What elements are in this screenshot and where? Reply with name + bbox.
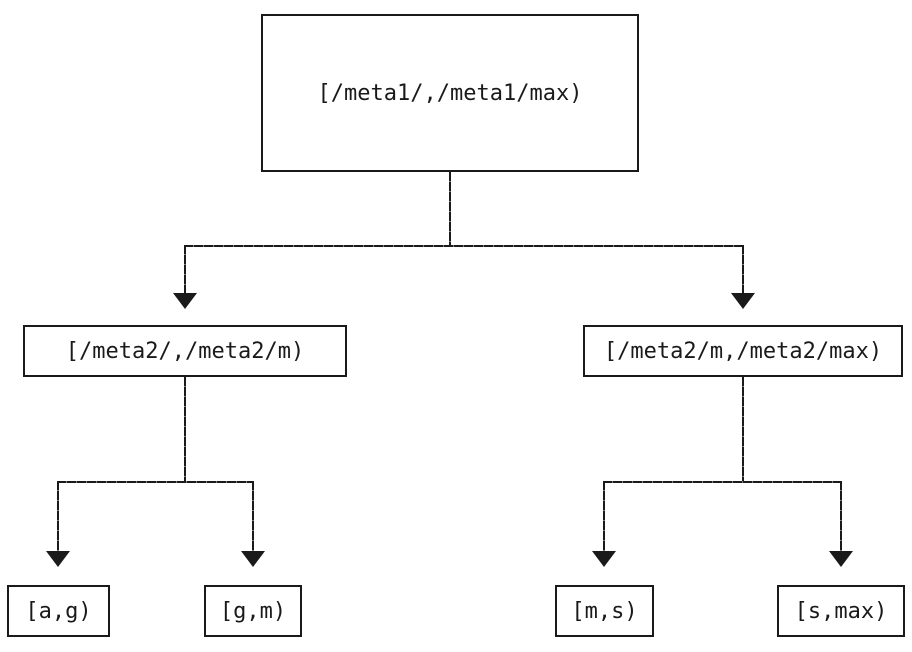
node-meta2-left: [/meta2/,/meta2/m) — [23, 325, 347, 377]
edge-left-trunk — [184, 377, 186, 481]
arrowhead-down-left-icon — [173, 293, 197, 309]
edge-right-crossbar — [603, 481, 842, 483]
node-meta2-right: [/meta2/m,/meta2/max) — [583, 325, 903, 377]
edge-right-trunk — [742, 377, 744, 481]
node-root: [/meta1/,/meta1/max) — [261, 14, 639, 172]
arrowhead-down-right-icon — [731, 293, 755, 309]
edge-left-crossbar — [57, 481, 254, 483]
edge-left-right-drop — [252, 481, 254, 551]
edge-root-crossbar — [184, 245, 744, 247]
edge-root-trunk — [449, 172, 451, 245]
edge-right-right-drop — [840, 481, 842, 551]
node-leaf-ms: [m,s) — [555, 585, 654, 637]
node-leaf-gm: [g,m) — [204, 585, 302, 637]
arrowhead-down-smax-icon — [829, 551, 853, 567]
node-leaf-ag: [a,g) — [7, 585, 110, 637]
edge-left-left-drop — [57, 481, 59, 551]
arrowhead-down-gm-icon — [241, 551, 265, 567]
node-leaf-smax: [s,max) — [777, 585, 905, 637]
arrowhead-down-ag-icon — [46, 551, 70, 567]
arrowhead-down-ms-icon — [592, 551, 616, 567]
edge-right-left-drop — [603, 481, 605, 551]
edge-root-right-drop — [742, 245, 744, 293]
edge-root-left-drop — [184, 245, 186, 293]
